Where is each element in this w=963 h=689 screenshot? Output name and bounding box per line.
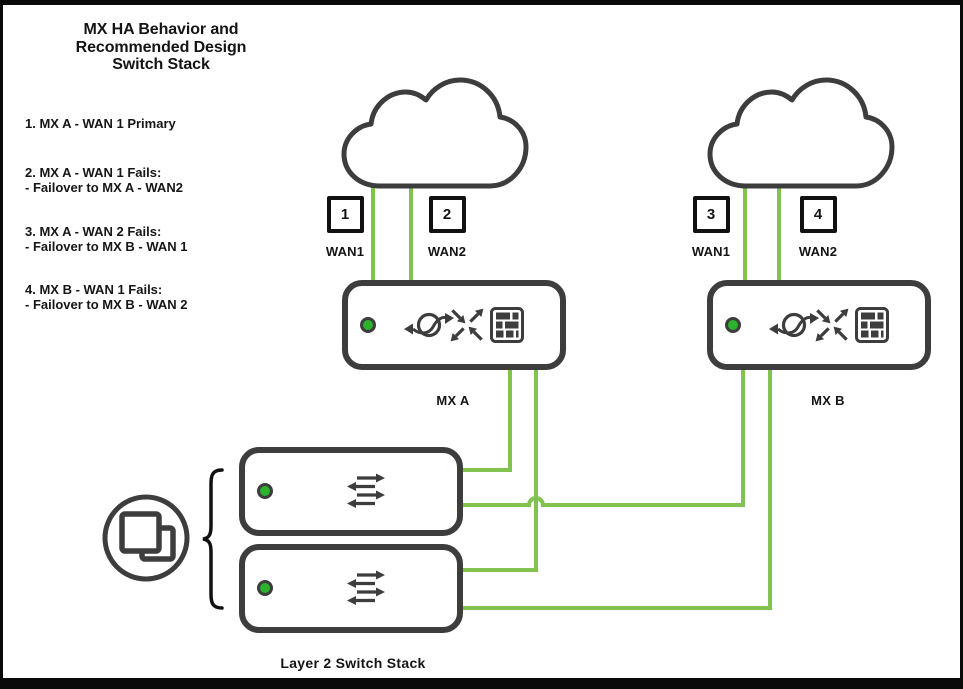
legend-item-heading: 3. MX A - WAN 2 Fails: xyxy=(25,224,162,239)
mx-b-label: MX B xyxy=(811,393,845,408)
link-mxa-switch1 xyxy=(458,360,512,472)
legend-item-heading: 1. MX A - WAN 1 Primary xyxy=(25,116,176,131)
legend-item-2: 2. MX A - WAN 1 Fails: - Failover to MX … xyxy=(25,165,295,195)
switch-1 xyxy=(242,450,460,533)
legend-item-detail: - Failover to MX A - WAN2 xyxy=(25,179,183,195)
port-3-wan1: 3 WAN1 xyxy=(679,196,743,259)
legend-item-heading: 2. MX A - WAN 1 Fails: xyxy=(25,165,162,180)
legend-item-3: 3. MX A - WAN 2 Fails: - Failover to MX … xyxy=(25,224,295,254)
legend-item-detail: - Failover to MX B - WAN 2 xyxy=(25,296,188,312)
link-mxb-switch1 xyxy=(458,360,745,507)
legend-item-detail: - Failover to MX B - WAN 1 xyxy=(25,238,188,254)
port-label: WAN1 xyxy=(325,244,365,259)
port-number-box: 3 xyxy=(692,196,730,233)
port-number-box: 2 xyxy=(428,196,466,233)
link-mxb-switch2 xyxy=(458,360,772,610)
port-number-box: 4 xyxy=(799,196,837,233)
mx-a-appliance xyxy=(345,283,563,367)
mx-a-label: MX A xyxy=(436,393,470,408)
internet-cloud-left xyxy=(344,80,526,186)
switch-2 xyxy=(242,547,460,630)
stack-squares-icon xyxy=(102,494,190,582)
mx-b-appliance xyxy=(710,283,928,367)
diagram-title: MX HA Behavior and Recommended Design Sw… xyxy=(75,21,247,73)
legend-item-4: 4. MX B - WAN 1 Fails: - Failover to MX … xyxy=(25,282,295,312)
port-number-box: 1 xyxy=(326,196,364,233)
connection-links xyxy=(371,170,781,610)
internet-cloud-right xyxy=(710,80,892,186)
legend-item-heading: 4. MX B - WAN 1 Fails: xyxy=(25,282,163,297)
legend-item-1: 1. MX A - WAN 1 Primary xyxy=(25,116,295,132)
port-label: WAN2 xyxy=(427,244,467,259)
port-1-wan1: 1 WAN1 xyxy=(313,196,377,259)
curly-brace xyxy=(202,468,224,610)
port-2-wan2: 2 WAN2 xyxy=(415,196,479,259)
switch-stack-label: Layer 2 Switch Stack xyxy=(280,655,426,671)
diagram-graphics xyxy=(102,5,960,678)
port-4-wan2: 4 WAN2 xyxy=(786,196,850,259)
link-mxa-switch2 xyxy=(458,360,538,572)
port-label: WAN1 xyxy=(691,244,731,259)
port-label: WAN2 xyxy=(798,244,838,259)
